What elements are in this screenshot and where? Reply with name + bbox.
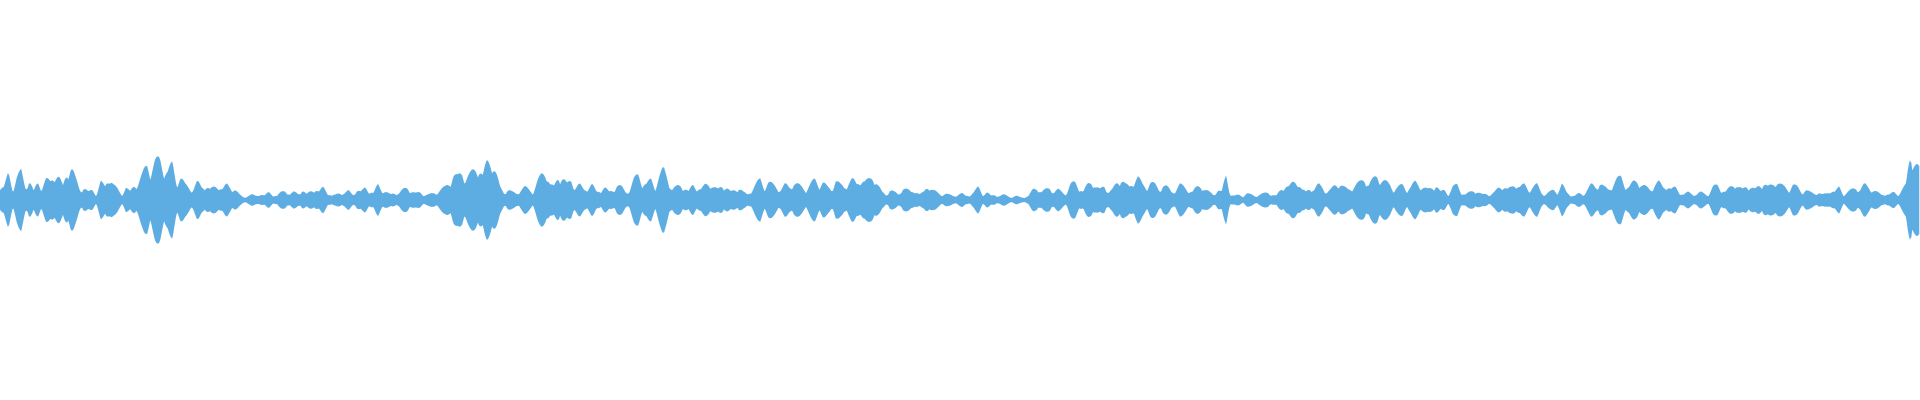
waveform-envelope	[0, 156, 1920, 244]
